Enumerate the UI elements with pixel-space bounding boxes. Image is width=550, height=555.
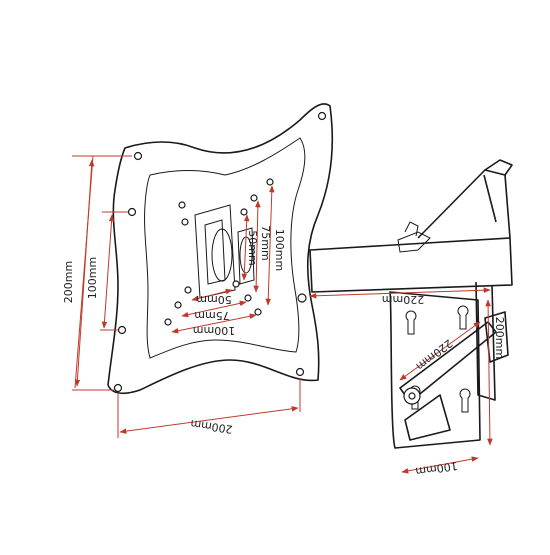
mount-hole <box>174 301 182 309</box>
keyhole-slot <box>459 388 471 413</box>
label-wallplate-width: 100mm <box>415 459 459 478</box>
swing-arm <box>309 159 513 401</box>
mount-hole <box>113 383 123 393</box>
mount-hole <box>317 111 327 121</box>
pivot-joint-center <box>408 392 416 400</box>
label-horizontal-50: 50mm <box>196 293 231 306</box>
label-horizontal-75: 75mm <box>194 309 229 322</box>
label-arm-diagonal: 220mm <box>413 337 454 373</box>
mount-hole <box>164 318 172 326</box>
dimension-labels: 200mm 100mm 200mm 100mm 75mm 50mm 50mm 7… <box>62 225 506 478</box>
label-horizontal-100: 100mm <box>193 324 235 337</box>
mount-hole <box>244 294 252 302</box>
mount-hole <box>127 207 137 217</box>
label-vertical-75: 75mm <box>259 225 272 260</box>
mount-hole <box>178 201 186 209</box>
mount-hole <box>254 308 262 316</box>
label-inner-height-100: 100mm <box>86 257 99 299</box>
mount-hole <box>295 367 305 377</box>
label-plate-width: 200mm <box>190 417 234 436</box>
label-wallplate-height: 200mm <box>493 317 506 359</box>
mount-hole <box>184 286 192 294</box>
wall-plate <box>389 221 509 449</box>
mount-hole <box>133 151 143 161</box>
label-plate-height: 200mm <box>62 261 75 303</box>
mount-hole <box>181 218 189 226</box>
mount-hole <box>297 293 307 303</box>
mount-hole <box>250 194 258 202</box>
label-vertical-50: 50mm <box>246 230 259 265</box>
vesa-plate <box>107 103 334 395</box>
label-vertical-100: 100mm <box>273 229 286 271</box>
mount-hole <box>240 208 248 216</box>
keyhole-slot <box>457 305 469 330</box>
mount-hole <box>266 178 274 186</box>
mount-hole <box>232 280 240 288</box>
label-arm-length: 220mm <box>382 293 424 306</box>
dimension-lines <box>72 155 493 474</box>
mount-hole <box>117 325 127 335</box>
keyhole-slot <box>405 310 417 335</box>
